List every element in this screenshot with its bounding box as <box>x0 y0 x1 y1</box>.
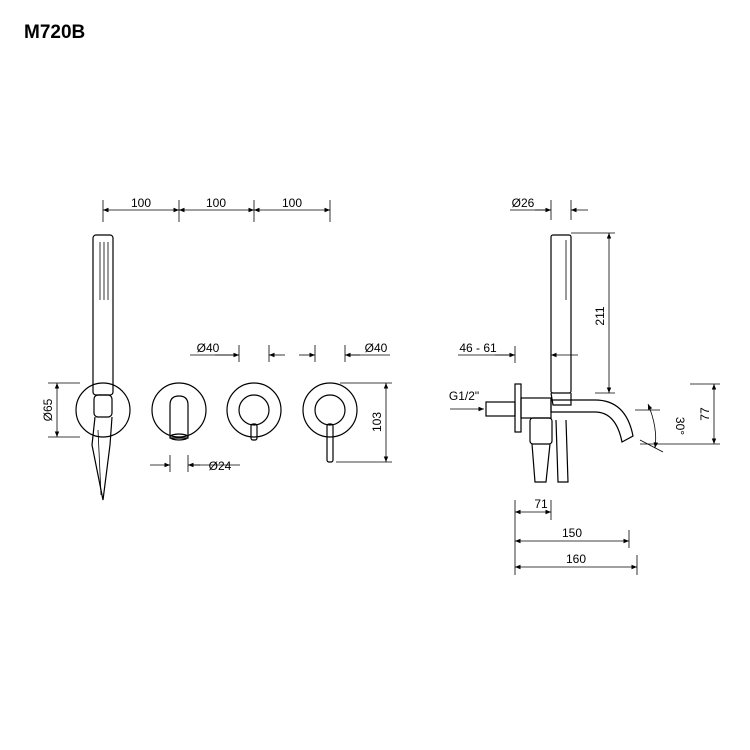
dia-24-dimension: Ø24 <box>150 455 240 473</box>
height-211-label: 211 <box>593 306 607 325</box>
wall-plate <box>514 383 522 433</box>
drawing-title: M720B <box>24 22 86 43</box>
dia-26-label: Ø26 <box>512 196 535 210</box>
mixer-1 <box>226 382 282 441</box>
length-71-dimension: 71 <box>514 497 552 575</box>
hand-shower-side <box>550 234 572 406</box>
range-46-61-dimension: 46 - 61 <box>458 341 578 363</box>
length-160-label: 160 <box>566 552 586 566</box>
angle-30-label: 30° <box>673 417 687 435</box>
thread-label: G1/2" <box>449 389 479 403</box>
length-160-dimension: 160 <box>515 552 638 575</box>
spacing-dimension: 100 100 100 <box>102 196 331 222</box>
spacing-2-label: 100 <box>206 196 226 210</box>
mixer-2 <box>302 382 358 463</box>
dia-40-left-dimension: Ø40 <box>190 341 285 362</box>
thread-callout: G1/2" <box>449 389 484 412</box>
spout-side <box>550 399 634 443</box>
hose-side <box>529 417 569 483</box>
hand-shower <box>75 234 131 501</box>
length-150-label: 150 <box>562 526 582 540</box>
dia-40-left-label: Ø40 <box>197 341 220 355</box>
dia-24-label: Ø24 <box>209 459 232 473</box>
thread-connection <box>485 397 552 419</box>
length-71-label: 71 <box>534 497 548 511</box>
wall-spout <box>151 382 207 441</box>
height-103-dimension: 103 <box>336 382 392 463</box>
height-103-label: 103 <box>370 412 384 432</box>
spacing-3-label: 100 <box>282 196 302 210</box>
height-77-dimension: 77 <box>640 383 720 445</box>
length-150-dimension: 150 <box>515 526 630 548</box>
front-view: 100 100 100 Ø65 <box>41 196 392 501</box>
angle-30-dimension: 30° <box>635 403 687 453</box>
dia-65-dimension: Ø65 <box>41 382 80 438</box>
dia-26-dimension: Ø26 <box>510 196 588 220</box>
dia-40-right-label: Ø40 <box>365 341 388 355</box>
height-77-label: 77 <box>698 407 712 421</box>
dia-40-right-dimension: Ø40 <box>299 341 390 362</box>
height-211-dimension: 211 <box>571 232 615 394</box>
side-view: Ø26 211 <box>449 196 720 575</box>
dia-65-label: Ø65 <box>41 398 55 421</box>
spacing-1-label: 100 <box>131 196 151 210</box>
range-46-61-label: 46 - 61 <box>459 341 497 355</box>
